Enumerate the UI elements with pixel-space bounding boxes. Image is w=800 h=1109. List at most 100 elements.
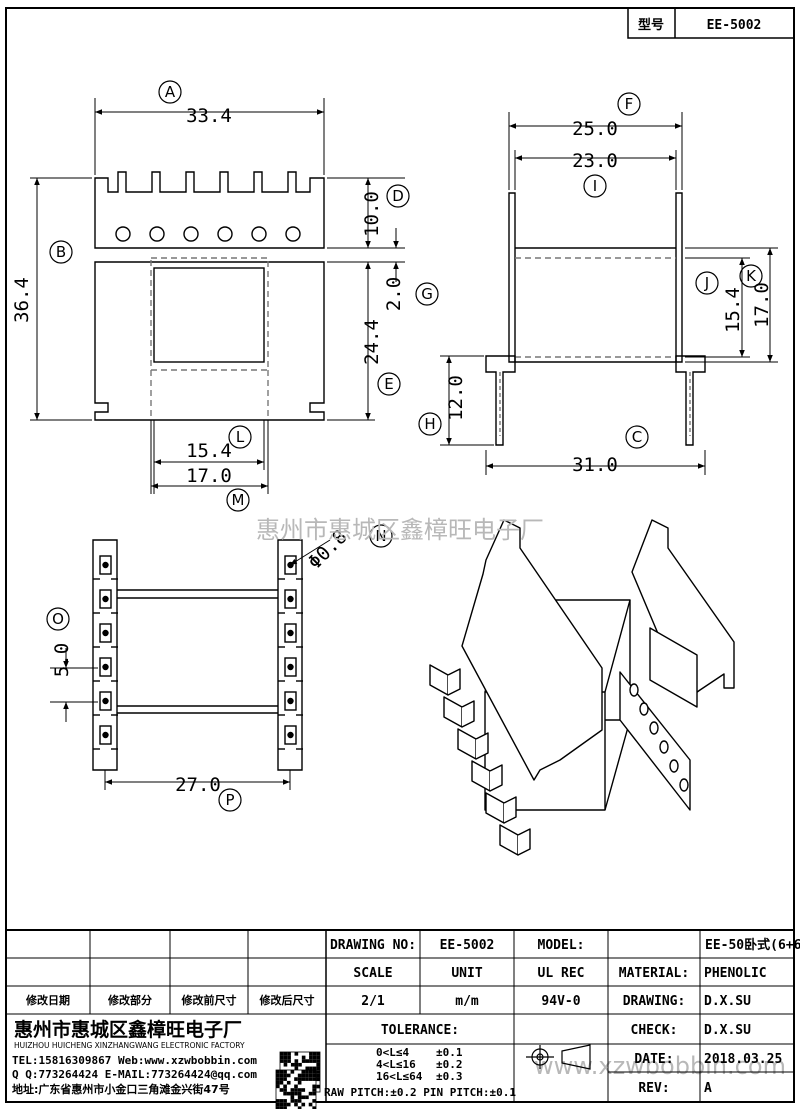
rev-label: REV: xyxy=(638,1081,669,1096)
qr-module xyxy=(297,1095,302,1100)
letter-callout-n: N xyxy=(369,524,393,548)
ul-rec-label: UL REC xyxy=(538,966,585,981)
qr-module xyxy=(301,1077,306,1081)
callout-letter: H xyxy=(424,415,435,433)
unit-label: UNIT xyxy=(451,966,482,981)
pin-dot xyxy=(287,629,294,637)
qr-module xyxy=(294,1084,298,1089)
letter-callout-l: L xyxy=(228,425,252,449)
qr-module xyxy=(305,1059,310,1063)
qr-module xyxy=(316,1084,320,1089)
callout-letter: M xyxy=(232,491,245,509)
scale-value: 2/1 xyxy=(361,994,385,1009)
qr-module xyxy=(294,1052,299,1056)
pin-pad xyxy=(284,725,297,745)
qr-module xyxy=(286,1080,291,1085)
check-label: CHECK: xyxy=(631,1023,678,1038)
rev-col-before: 修改前尺寸 xyxy=(181,993,237,1007)
letter-callout-j: J xyxy=(695,271,719,295)
callout-letter: P xyxy=(225,791,234,809)
iso-pin-side xyxy=(475,732,489,760)
pin-pad xyxy=(284,691,297,711)
iso-hole xyxy=(669,759,679,773)
dim-c-value: 31.0 xyxy=(572,454,618,476)
letter-callout-d: D xyxy=(386,184,410,208)
callout-letter: K xyxy=(746,267,757,285)
pin-dot xyxy=(287,697,294,705)
qr-module xyxy=(279,1106,284,1109)
qr-module xyxy=(308,1070,313,1074)
qr-module xyxy=(305,1095,309,1100)
tolerance-value-1: ±0.1 xyxy=(436,1046,463,1059)
projection-symbol-icon xyxy=(526,1044,591,1070)
pin-pad xyxy=(284,589,297,609)
pin-pad xyxy=(284,555,297,575)
qr-module xyxy=(283,1088,287,1092)
qr-module xyxy=(301,1102,306,1107)
tolerance-range-3: 16<L≤64 xyxy=(376,1070,423,1083)
qr-module xyxy=(312,1055,317,1060)
qr-module xyxy=(297,1106,302,1109)
qr-module xyxy=(312,1059,317,1063)
qr-module xyxy=(301,1059,306,1063)
qr-module xyxy=(305,1066,310,1071)
qr-module xyxy=(309,1052,313,1056)
qr-module xyxy=(279,1077,284,1081)
qr-module xyxy=(290,1091,295,1096)
qr-module xyxy=(316,1062,320,1067)
qr-module xyxy=(301,1088,306,1092)
pin-pad xyxy=(99,555,112,575)
callout-circle xyxy=(158,80,182,104)
callout-letter: O xyxy=(52,610,64,628)
qr-module xyxy=(283,1077,287,1081)
qr-module xyxy=(294,1077,298,1081)
model-value: EE-50卧式(6+6PIN) xyxy=(705,937,800,953)
qr-module xyxy=(276,1106,280,1109)
dim-o-value: 5.0 xyxy=(51,643,73,677)
qr-module xyxy=(308,1073,313,1078)
qr-module xyxy=(312,1077,316,1081)
pin-dot xyxy=(287,731,294,739)
qr-module xyxy=(287,1052,291,1056)
qr-module xyxy=(316,1070,320,1074)
iso-pin xyxy=(429,664,449,696)
letter-callout-f: F xyxy=(617,92,641,116)
qr-module xyxy=(297,1080,302,1085)
qr-module xyxy=(294,1059,299,1063)
check-value: D.X.SU xyxy=(704,1023,751,1038)
qr-module xyxy=(294,1088,298,1092)
title-block-text: DRAWING NO: EE-5002 MODEL: EE-50卧式(6+6PI… xyxy=(12,937,800,1099)
callout-circle xyxy=(625,425,649,449)
dim-h-value: 12.0 xyxy=(445,375,467,421)
drawing-no-value: EE-5002 xyxy=(440,938,495,953)
letter-callout-e: E xyxy=(377,372,401,396)
qr-module xyxy=(308,1077,313,1081)
iso-pin xyxy=(499,824,519,856)
dim-m-value: 17.0 xyxy=(186,465,232,487)
callout-circle xyxy=(415,282,439,306)
pin-pad xyxy=(284,623,297,643)
qr-module xyxy=(316,1055,320,1060)
tolerance-value-2: ±0.2 xyxy=(436,1058,463,1071)
bottom-view xyxy=(92,539,303,771)
callout-circle xyxy=(226,488,250,512)
dim-i-value: 23.0 xyxy=(572,150,618,172)
letter-callout-k: K xyxy=(739,264,763,288)
qr-module xyxy=(316,1073,320,1078)
tolerance-label: TOLERANCE: xyxy=(381,1023,459,1038)
callout-circle xyxy=(49,240,73,264)
iso-hole xyxy=(659,740,669,754)
letter-callout-i: I xyxy=(583,174,607,198)
iso-hole xyxy=(629,683,639,697)
qr-module xyxy=(312,1099,316,1103)
qr-module xyxy=(312,1070,316,1074)
qr-module xyxy=(312,1073,316,1078)
callout-circle xyxy=(695,271,719,295)
qr-module xyxy=(286,1102,291,1107)
letter-callout-o: O xyxy=(46,607,70,631)
qr-module xyxy=(312,1066,317,1071)
qr-module xyxy=(276,1084,280,1089)
qr-code-icon xyxy=(275,1069,317,1109)
qr-module xyxy=(312,1084,316,1089)
letter-callout-c: C xyxy=(625,425,649,449)
